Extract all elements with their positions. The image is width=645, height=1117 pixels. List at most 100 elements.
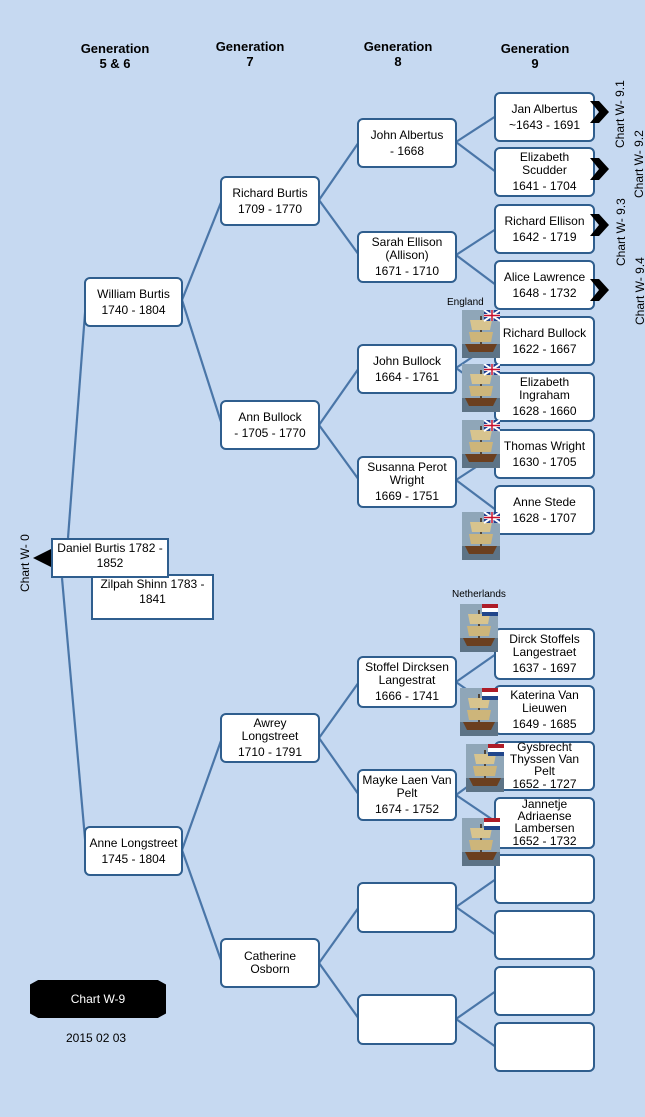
person-name: William Burtis bbox=[97, 286, 170, 301]
person-name: Alice Lawrence bbox=[503, 269, 586, 284]
person-name: Elizabeth Scudder bbox=[519, 150, 570, 177]
person-box-jan-albertus[interactable]: Jan Albertus ~1643 - 1691 bbox=[494, 92, 595, 142]
chart-w92-link-label[interactable]: Chart W- 9.2 bbox=[632, 130, 645, 198]
person-dates: 1649 - 1685 bbox=[512, 717, 577, 731]
person-box-jannetje-lambersen[interactable]: Jannetje Adriaense Lambersen 1652 - 1732 bbox=[494, 797, 595, 849]
person-box-richard-burtis[interactable]: Richard Burtis 1709 - 1770 bbox=[220, 176, 320, 226]
person-name: Thomas Wright bbox=[503, 438, 586, 453]
person-name: Mayke Laen Van Pelt bbox=[362, 773, 452, 800]
person-dates: 1782 - 1852 bbox=[96, 541, 163, 570]
person-box-catherine-osborn[interactable]: Catherine Osborn bbox=[220, 938, 320, 988]
person-name: Richard Bullock bbox=[502, 325, 587, 340]
person-name: Zilpah Shinn bbox=[100, 577, 168, 591]
person-dates: 1740 - 1804 bbox=[101, 302, 166, 317]
person-box-john-albertus[interactable]: John Albertus - 1668 bbox=[357, 118, 457, 168]
generation-header-label: Generation bbox=[500, 41, 570, 56]
person-box-anne-stede[interactable]: Anne Stede 1628 - 1707 bbox=[494, 485, 595, 535]
chart-id-badge: Chart W-9 bbox=[30, 980, 166, 1018]
generation-header-number: 8 bbox=[394, 54, 402, 69]
chart-w93-chevron-icon[interactable] bbox=[590, 214, 610, 236]
person-box-empty[interactable] bbox=[357, 994, 457, 1045]
generation-header-label: Generation bbox=[363, 39, 433, 54]
person-dates: 1637 - 1697 bbox=[512, 661, 577, 675]
person-dates: 1709 - 1770 bbox=[237, 201, 303, 216]
person-box-john-bullock[interactable]: John Bullock 1664 - 1761 bbox=[357, 344, 457, 394]
person-name: Katerina Van Lieuwen bbox=[510, 688, 579, 715]
chart-w92-chevron-icon[interactable] bbox=[590, 158, 610, 180]
person-box-ann-bullock[interactable]: Ann Bullock - 1705 - 1770 bbox=[220, 400, 320, 450]
chart-w93-link-label[interactable]: Chart W- 9.3 bbox=[614, 198, 628, 266]
person-box-empty[interactable] bbox=[494, 910, 595, 960]
person-box-mayke-van-pelt[interactable]: Mayke Laen Van Pelt 1674 - 1752 bbox=[357, 769, 457, 821]
person-box-susanna-wright[interactable]: Susanna Perot Wright 1669 - 1751 bbox=[357, 456, 457, 508]
person-dates: 1652 - 1732 bbox=[512, 834, 577, 848]
person-dates: ~1643 - 1691 bbox=[508, 117, 581, 132]
person-dates: 1641 - 1704 bbox=[512, 179, 577, 193]
generation-header-label: Generation bbox=[215, 39, 285, 54]
generation-header-8: Generation 8 bbox=[348, 39, 448, 69]
person-name: Elizabeth Ingraham bbox=[519, 375, 570, 402]
generation-header-5-6: Generation 5 & 6 bbox=[65, 41, 165, 71]
immigrant-ship-netherlands-icon bbox=[460, 604, 498, 652]
person-box-elizabeth-scudder[interactable]: Elizabeth Scudder 1641 - 1704 bbox=[494, 147, 595, 197]
person-dates: 1666 - 1741 bbox=[374, 689, 440, 703]
person-name: Dirck Stoffels Langestraet bbox=[509, 632, 580, 659]
person-dates: 1628 - 1707 bbox=[512, 510, 577, 525]
person-dates: 1652 - 1727 bbox=[512, 777, 577, 791]
person-name: John Albertus bbox=[370, 127, 444, 142]
chart-w0-link-label[interactable]: Chart W- 0 bbox=[18, 534, 32, 592]
person-name: Richard Burtis bbox=[232, 185, 308, 200]
chart-w94-chevron-icon[interactable] bbox=[590, 279, 610, 301]
person-box-richard-bullock[interactable]: Richard Bullock 1622 - 1667 bbox=[494, 316, 595, 366]
immigrant-ship-england-icon bbox=[462, 310, 500, 358]
person-name: Sarah Ellison (Allison) bbox=[371, 235, 443, 262]
spouse-box-zilpah-shinn[interactable]: Zilpah Shinn 1783 - 1841 bbox=[91, 574, 214, 620]
generation-header-number: 5 & 6 bbox=[99, 56, 131, 71]
person-box-thomas-wright[interactable]: Thomas Wright 1630 - 1705 bbox=[494, 429, 595, 479]
person-dates: 1648 - 1732 bbox=[512, 285, 577, 300]
date-stamp: 2015 02 03 bbox=[66, 1031, 127, 1045]
person-box-william-burtis[interactable]: William Burtis 1740 - 1804 bbox=[84, 277, 183, 327]
person-name: Susanna Perot Wright bbox=[367, 460, 447, 487]
person-name: Anne Stede bbox=[513, 494, 576, 509]
person-box-katerina-van-lieuwen[interactable]: Katerina Van Lieuwen 1649 - 1685 bbox=[494, 685, 595, 735]
person-name: Catherine Osborn bbox=[243, 949, 297, 976]
person-box-dirck-langestraet[interactable]: Dirck Stoffels Langestraet 1637 - 1697 bbox=[494, 628, 595, 680]
person-dates: 1710 - 1791 bbox=[237, 745, 303, 759]
person-dates: - 1668 bbox=[389, 143, 425, 158]
person-name: Ann Bullock bbox=[238, 409, 302, 424]
chart-w94-link-label[interactable]: Chart W- 9.4 bbox=[633, 257, 645, 325]
person-box-stoffel-langestrat[interactable]: Stoffel Dircksen Langestrat 1666 - 1741 bbox=[357, 656, 457, 708]
person-dates: 1642 - 1719 bbox=[512, 229, 577, 244]
person-box-richard-ellison[interactable]: Richard Ellison 1642 - 1719 bbox=[494, 204, 595, 254]
person-name: Jan Albertus bbox=[511, 101, 578, 116]
immigrant-ship-netherlands-icon bbox=[466, 744, 504, 792]
generation-header-7: Generation 7 bbox=[200, 39, 300, 69]
person-box-sarah-ellison[interactable]: Sarah Ellison (Allison) 1671 - 1710 bbox=[357, 231, 457, 283]
person-dates: 1664 - 1761 bbox=[374, 369, 440, 384]
generation-header-9: Generation 9 bbox=[485, 41, 585, 71]
generation-header-label: Generation bbox=[80, 41, 150, 56]
root-box-daniel-burtis[interactable]: Daniel Burtis 1782 - 1852 bbox=[51, 538, 169, 578]
person-dates: 1783 - 1841 bbox=[139, 577, 205, 606]
person-box-elizabeth-ingraham[interactable]: Elizabeth Ingraham 1628 - 1660 bbox=[494, 372, 595, 422]
person-box-empty[interactable] bbox=[494, 1022, 595, 1072]
person-box-empty[interactable] bbox=[494, 854, 595, 904]
person-box-alice-lawrence[interactable]: Alice Lawrence 1648 - 1732 bbox=[494, 260, 595, 310]
person-box-anne-longstreet[interactable]: Anne Longstreet 1745 - 1804 bbox=[84, 826, 183, 876]
person-box-empty[interactable] bbox=[357, 882, 457, 933]
person-name: Jannetje Adriaense Lambersen bbox=[514, 797, 575, 835]
immigrant-ship-netherlands-icon bbox=[460, 688, 498, 736]
person-name: John Bullock bbox=[372, 353, 442, 368]
person-name: Gysbrecht Thyssen Van Pelt bbox=[509, 740, 580, 778]
immigrant-ship-netherlands-icon bbox=[462, 818, 500, 866]
person-dates: 1622 - 1667 bbox=[512, 341, 577, 356]
person-name: Anne Longstreet bbox=[89, 835, 178, 850]
chart-w0-link-arrow[interactable] bbox=[33, 549, 51, 567]
chart-w91-chevron-icon[interactable] bbox=[590, 101, 610, 123]
chart-w91-link-label[interactable]: Chart W- 9.1 bbox=[613, 80, 627, 148]
person-box-gysbrecht-van-pelt[interactable]: Gysbrecht Thyssen Van Pelt 1652 - 1727 bbox=[494, 741, 595, 791]
person-box-empty[interactable] bbox=[494, 966, 595, 1016]
person-box-awrey-longstreet[interactable]: Awrey Longstreet 1710 - 1791 bbox=[220, 713, 320, 763]
person-dates: 1669 - 1751 bbox=[374, 489, 440, 503]
